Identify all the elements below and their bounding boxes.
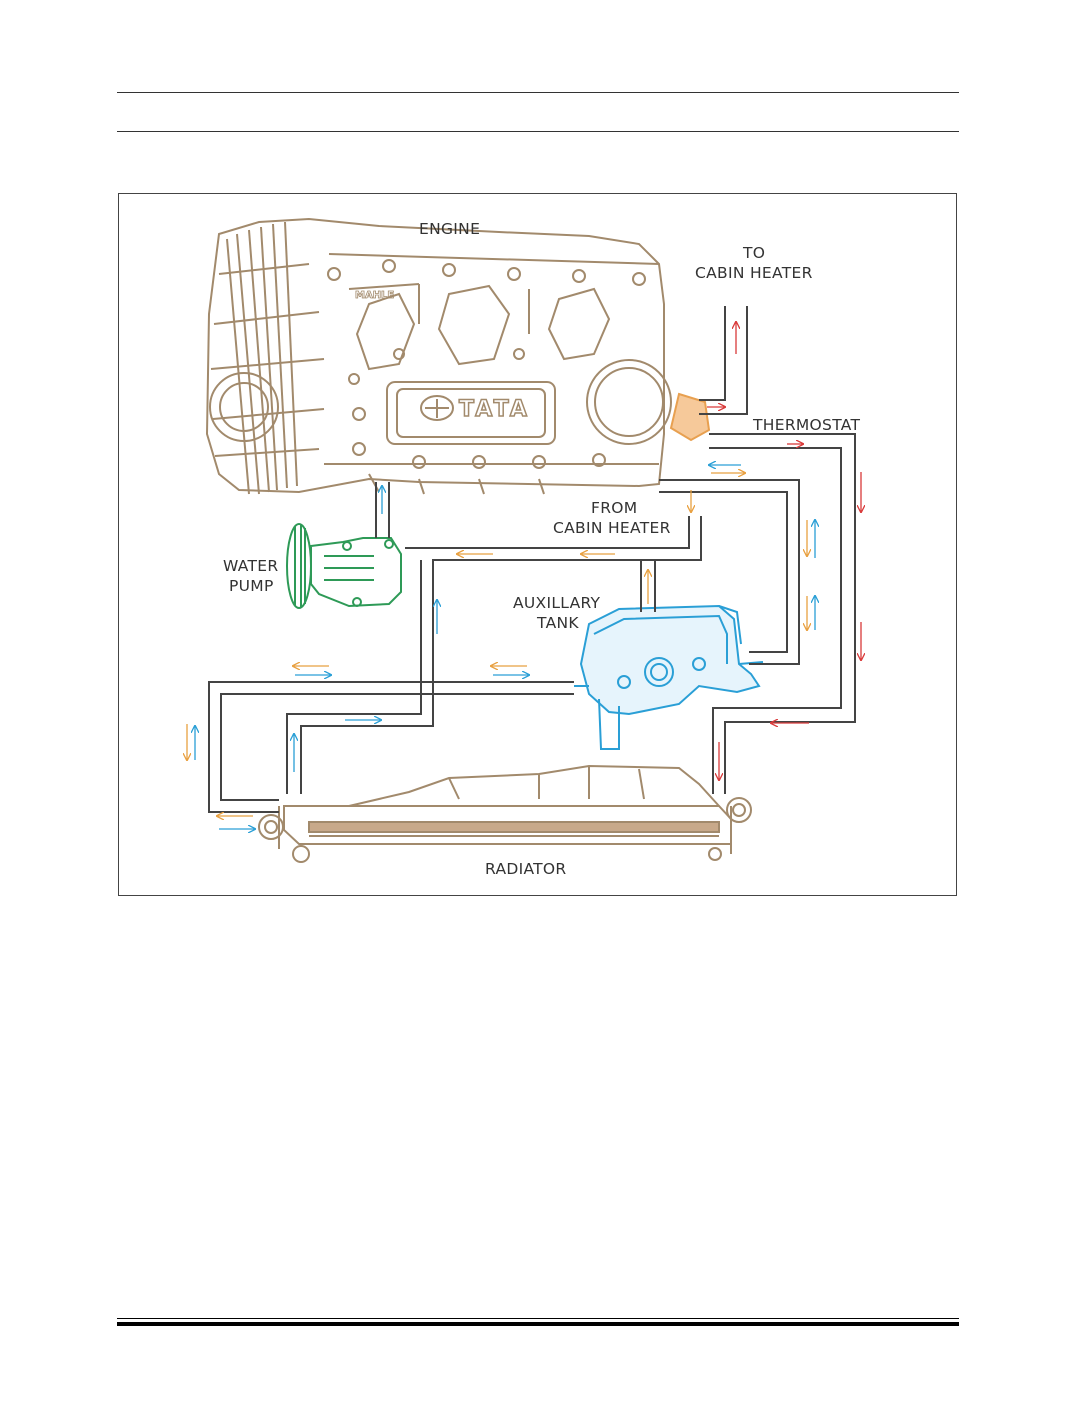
radiator-illustration (258, 764, 752, 863)
water-pump-label-line1: WATER (223, 557, 279, 575)
svg-text:TATA: TATA (459, 397, 530, 422)
tata-logo: TATA MAHLE (355, 290, 530, 423)
footer-rule-thick (117, 1322, 959, 1326)
auxiliary-tank-label-line1: AUXILLARY (513, 594, 601, 612)
footer-rule-thin (117, 1318, 959, 1319)
engine-label: ENGINE (419, 220, 481, 238)
water-pump-label-line2: PUMP (229, 577, 274, 595)
to-cabin-heater-label-line2: CABIN HEATER (695, 264, 813, 282)
coolant-pipes (208, 306, 856, 813)
to-cabin-heater-label-line1: TO (743, 244, 766, 262)
diagram-canvas: TATA MAHLE (119, 217, 956, 863)
radiator-label: RADIATOR (485, 860, 567, 878)
auxiliary-tank-illustration (574, 604, 764, 750)
water-pump-illustration (286, 523, 402, 609)
engine-illustration (205, 217, 672, 495)
cooling-system-diagram: TATA MAHLE (118, 193, 957, 896)
auxiliary-tank-label-line2: TANK (537, 614, 579, 632)
header-rule-top (117, 92, 959, 93)
from-cabin-heater-label-line1: FROM (591, 499, 638, 517)
thermostat-label: THERMOSTAT (753, 416, 861, 434)
svg-text:MAHLE: MAHLE (355, 290, 394, 301)
header-rule-bottom (117, 131, 959, 132)
from-cabin-heater-label-line2: CABIN HEATER (553, 519, 671, 537)
flow-arrows (187, 322, 861, 829)
